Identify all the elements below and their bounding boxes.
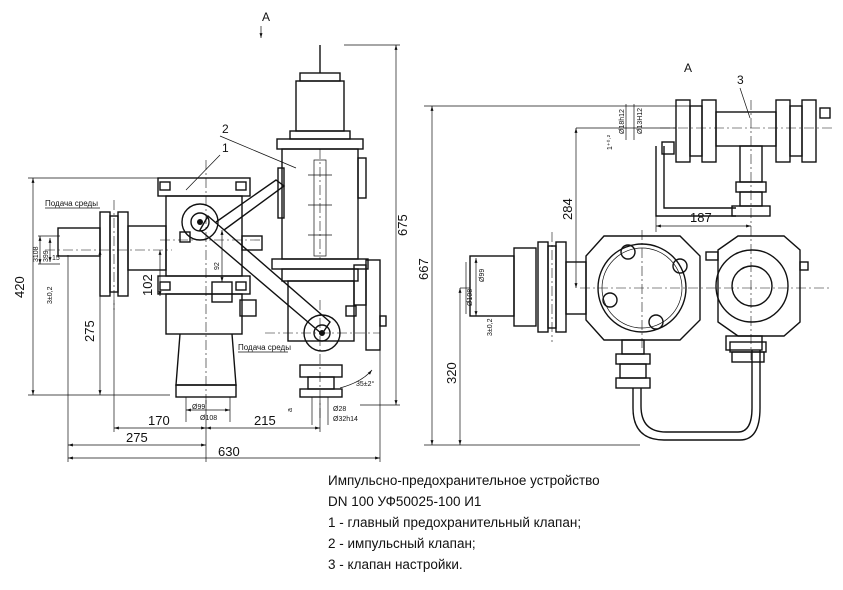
caption-title: Импульсно-предохранительное устройство	[328, 473, 600, 488]
dim-d108-side: Ø108	[467, 289, 474, 306]
front-dimensions: 420 275 102 92 3108 399 15 3±0,2 675	[12, 44, 410, 462]
dim-667: 667	[416, 258, 431, 280]
side-view: А 3	[416, 61, 835, 446]
dim-d28: Ø28	[333, 406, 346, 413]
view-a-label-left: А	[262, 10, 270, 24]
dim-92: 92	[214, 262, 221, 270]
dim-187: 187	[690, 210, 712, 225]
setting-valve-assembly	[660, 99, 835, 360]
dim-170: 170	[148, 413, 170, 428]
dim-d18h12: Ø18h12	[619, 109, 626, 134]
dim-399: 399	[43, 250, 50, 262]
front-view: 1 2 Подача среды Подача среды 420 275 10…	[12, 44, 410, 462]
dim-d99-front: Ø99	[192, 404, 205, 411]
dim-tolerance-side: 3±0,2	[487, 318, 494, 336]
outlet-label: Подача среды	[238, 343, 291, 352]
dim-d13H12: Ø13H12	[637, 108, 644, 134]
callout-3: 3	[737, 73, 744, 87]
dim-275-horizontal: 275	[126, 430, 148, 445]
main-body-side	[580, 230, 830, 350]
legend-item-2: 2 - импульсный клапан;	[328, 536, 476, 551]
dim-675: 675	[395, 214, 410, 236]
caption-block: Импульсно-предохранительное устройство D…	[328, 470, 600, 575]
dim-630: 630	[218, 444, 240, 459]
dim-420: 420	[12, 276, 27, 298]
dim-d32h14: Ø32h14	[333, 416, 358, 423]
dim-215: 215	[254, 413, 276, 428]
dim-15: 15	[52, 255, 60, 262]
dim-tolerance-inlet: 3±0,2	[47, 286, 54, 304]
legend-item-1: 1 - главный предохранительный клапан;	[328, 515, 582, 530]
dim-a: a	[287, 408, 294, 412]
dim-d99-side: Ø99	[479, 269, 486, 282]
spring-housing	[271, 45, 369, 282]
legend-item-3: 3 - клапан настройки.	[328, 557, 463, 572]
impulse-line	[199, 179, 331, 336]
callout-1: 1	[222, 141, 229, 155]
dim-angle: 35±2°	[356, 380, 375, 388]
dim-102: 102	[140, 274, 155, 296]
inlet-flange	[45, 200, 172, 310]
side-inlet-flange	[469, 232, 587, 342]
dim-275-vertical: 275	[82, 320, 97, 342]
right-valve-side	[705, 235, 809, 351]
callout-2: 2	[222, 122, 229, 136]
inlet-label: Подача среды	[45, 199, 98, 208]
lower-u-pipe	[615, 339, 767, 441]
dim-3108: 3108	[33, 246, 40, 262]
side-dimensions: 667 320 284 187 Ø99 Ø108 3±0,2 Ø18h12 Ø1…	[416, 104, 751, 446]
caption-subtitle: DN 100 УФ50025-100 И1	[328, 494, 482, 509]
dim-284: 284	[560, 198, 575, 220]
dim-d108-front: Ø108	[200, 415, 217, 422]
main-valve-body	[157, 160, 263, 405]
lower-right-body	[211, 259, 387, 420]
dim-320: 320	[444, 362, 459, 384]
view-a-label-right: А	[684, 61, 692, 75]
dim-1-tolerance: 1⁺⁰·²	[606, 134, 614, 150]
view-a-indicator-left: А	[259, 10, 270, 38]
